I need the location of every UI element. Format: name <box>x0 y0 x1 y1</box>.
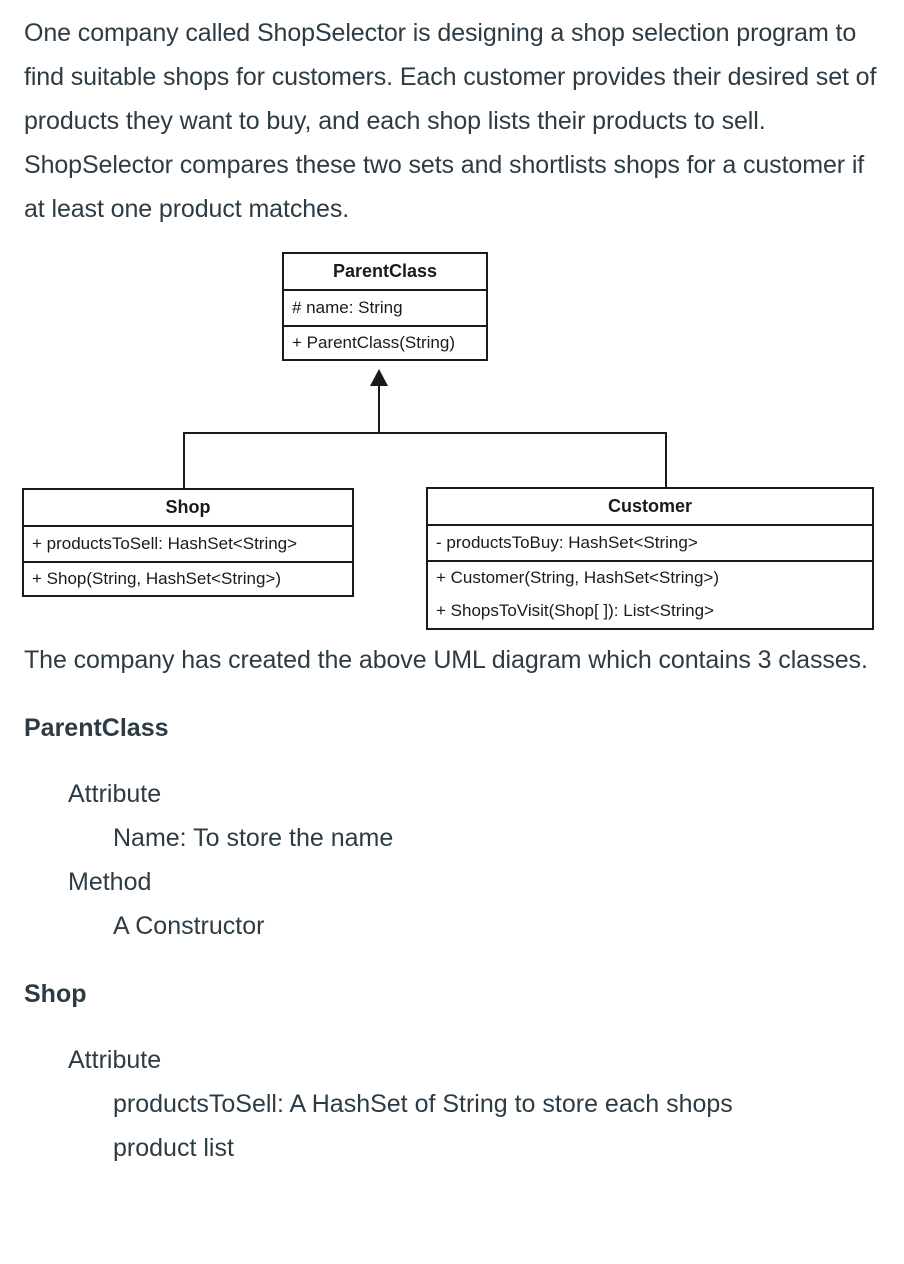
section-shop-group-0-item-0: productsToSell: A HashSet of String to s… <box>113 1090 733 1162</box>
section-parentclass-group-0-item-0: Name: To store the name <box>113 824 394 852</box>
generalization-stem-line <box>378 384 380 433</box>
section-parentclass-group-1-label: Method <box>68 868 152 896</box>
intro-paragraph: One company called ShopSelector is desig… <box>24 19 877 223</box>
generalization-branch-line-customer <box>665 432 667 488</box>
document-page: One company called ShopSelector is desig… <box>22 19 904 1162</box>
generalization-branch-line-shop <box>183 432 185 488</box>
section-parentclass-group-0-label: Attribute <box>68 780 162 808</box>
uml-class-shop-name: Shop <box>165 497 211 517</box>
section-parentclass-group-1-item-0: A Constructor <box>113 912 265 940</box>
generalization-junction-line <box>183 432 667 434</box>
uml-class-customer-method-1: + ShopsToVisit(Shop[ ]): List<String> <box>436 601 714 620</box>
uml-class-shop-attribute-0: + productsToSell: HashSet<String> <box>24 525 352 561</box>
after-diagram-paragraph: The company has created the above UML di… <box>24 646 868 674</box>
uml-class-parentclass-method-0: + ParentClass(String) <box>284 325 486 359</box>
uml-class-parentclass: ParentClass # name: String + ParentClass… <box>282 252 488 361</box>
section-heading-shop: Shop <box>24 980 87 1008</box>
generalization-arrowhead-icon <box>370 369 388 386</box>
uml-class-customer: Customer - productsToBuy: HashSet<String… <box>426 487 874 630</box>
uml-class-customer-method-0: + Customer(String, HashSet<String>) <box>428 560 872 594</box>
uml-class-shop-method-0: + Shop(String, HashSet<String>) <box>24 561 352 595</box>
uml-class-customer-attribute-0: - productsToBuy: HashSet<String> <box>428 524 872 560</box>
section-shop-group-0-label: Attribute <box>68 1046 162 1074</box>
uml-class-shop: Shop + productsToSell: HashSet<String> +… <box>22 488 354 597</box>
section-heading-parentclass: ParentClass <box>24 714 169 742</box>
uml-class-customer-name: Customer <box>607 496 692 516</box>
uml-class-parentclass-name: ParentClass <box>332 261 438 281</box>
uml-class-diagram: ParentClass # name: String + ParentClass… <box>22 241 904 633</box>
uml-class-parentclass-attribute-0: # name: String <box>284 289 486 325</box>
